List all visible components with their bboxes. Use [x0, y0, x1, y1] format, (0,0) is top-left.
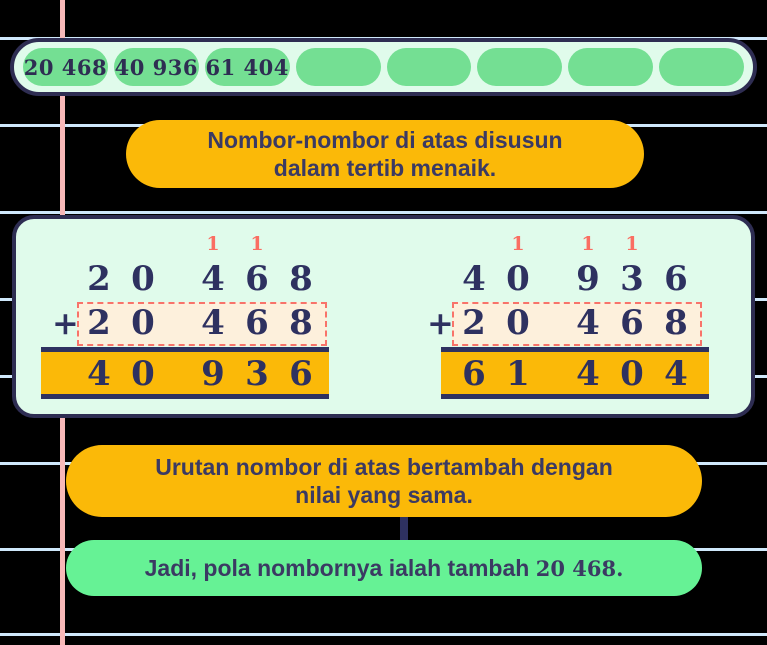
callout-bottom: Jadi, pola nombornya ialah tambah 20 468…: [66, 540, 702, 596]
callout-top: Nombor-nombor di atas disusun dalam tert…: [126, 120, 644, 188]
addend1-row-right: 4 0 9 3 6: [452, 257, 698, 301]
addend2-row-right: 2 0 4 6 8: [452, 301, 698, 345]
result-row-left: 4 0 9 3 6: [77, 351, 323, 397]
sequence-chip-empty[interactable]: [477, 48, 563, 86]
addend1-digit: 2: [87, 259, 111, 299]
carry-digit: 1: [250, 232, 264, 255]
sequence-chip-empty[interactable]: [659, 48, 744, 86]
callout-bottom-number: 20 468.: [535, 555, 624, 581]
addend1-digit: 9: [576, 259, 600, 299]
result-digit: 4: [87, 354, 111, 394]
result-digit: 6: [289, 354, 313, 394]
sequence-chip-empty[interactable]: [386, 48, 472, 86]
result-highlight-bar-left: [41, 347, 329, 399]
result-digit: 9: [201, 354, 225, 394]
carry-digit: 1: [625, 232, 639, 255]
addend2-digit: 0: [131, 303, 155, 343]
sequence-chip[interactable]: 20 468: [23, 48, 108, 86]
result-digit: 3: [245, 354, 269, 394]
callout-middle-line1: Urutan nombor di atas bertambah dengan: [155, 453, 613, 480]
addend1-digit: 6: [664, 259, 688, 299]
result-digit: 1: [506, 354, 530, 394]
result-digit: 0: [131, 354, 155, 394]
paper-rule-line: [0, 211, 767, 214]
callout-middle: Urutan nombor di atas bertambah dengan n…: [66, 445, 702, 517]
column-addition-right: 1 1 1 4 0 9 3 6 + 2 0 4 6 8: [405, 219, 735, 414]
number-sequence-strip: 20 468 40 936 61 404: [10, 38, 757, 96]
addend2-digit: 4: [201, 303, 225, 343]
carry-digit: 1: [511, 232, 525, 255]
sequence-chip-empty[interactable]: [568, 48, 654, 86]
addend2-digit: 4: [576, 303, 600, 343]
working-panel: 1 1 2 0 4 6 8 + 2 0 4 6 8: [12, 215, 755, 590]
addend1-digit: 4: [201, 259, 225, 299]
sequence-chip[interactable]: 40 936: [113, 48, 199, 86]
addend1-row-left: 2 0 4 6 8: [77, 257, 323, 301]
callout-top-line2: dalam tertib menaik.: [273, 155, 497, 181]
result-digit: 6: [462, 354, 486, 394]
addend-highlight-box-left: [77, 302, 327, 346]
addend1-digit: 0: [506, 259, 530, 299]
addend2-digit: 8: [664, 303, 688, 343]
column-addition-left: 1 1 2 0 4 6 8 + 2 0 4 6 8: [30, 219, 360, 414]
sequence-chip[interactable]: 61 404: [204, 48, 290, 86]
addend1-digit: 4: [462, 259, 486, 299]
result-highlight-bar-right: [441, 347, 709, 399]
result-digit: 0: [620, 354, 644, 394]
addend1-digit: 6: [245, 259, 269, 299]
result-digit: 4: [576, 354, 600, 394]
addend1-digit: 8: [289, 259, 313, 299]
addend1-digit: 0: [131, 259, 155, 299]
addend2-digit: 2: [462, 303, 486, 343]
plus-sign-left: +: [52, 304, 79, 342]
sequence-chip-empty[interactable]: [295, 48, 381, 86]
addend-highlight-box-right: [452, 302, 702, 346]
callout-bottom-text: Jadi, pola nombornya ialah tambah: [144, 554, 536, 581]
addend2-digit: 6: [245, 303, 269, 343]
carry-digit: 1: [206, 232, 220, 255]
carry-digit: 1: [581, 232, 595, 255]
result-row-right: 6 1 4 0 4: [452, 351, 698, 397]
plus-sign-right: +: [427, 304, 454, 342]
callout-top-line1: Nombor-nombor di atas disusun: [207, 126, 563, 153]
addend2-digit: 0: [506, 303, 530, 343]
addend1-digit: 3: [620, 259, 644, 299]
carry-row-right: 1 1 1: [452, 231, 698, 257]
callout-middle-line2: nilai yang sama.: [295, 482, 473, 508]
result-digit: 4: [664, 354, 688, 394]
carry-row-left: 1 1: [77, 231, 323, 257]
addend2-digit: 6: [620, 303, 644, 343]
paper-rule-line: [0, 633, 767, 636]
addend2-row-left: 2 0 4 6 8: [77, 301, 323, 345]
addend2-digit: 8: [289, 303, 313, 343]
addend2-digit: 2: [87, 303, 111, 343]
